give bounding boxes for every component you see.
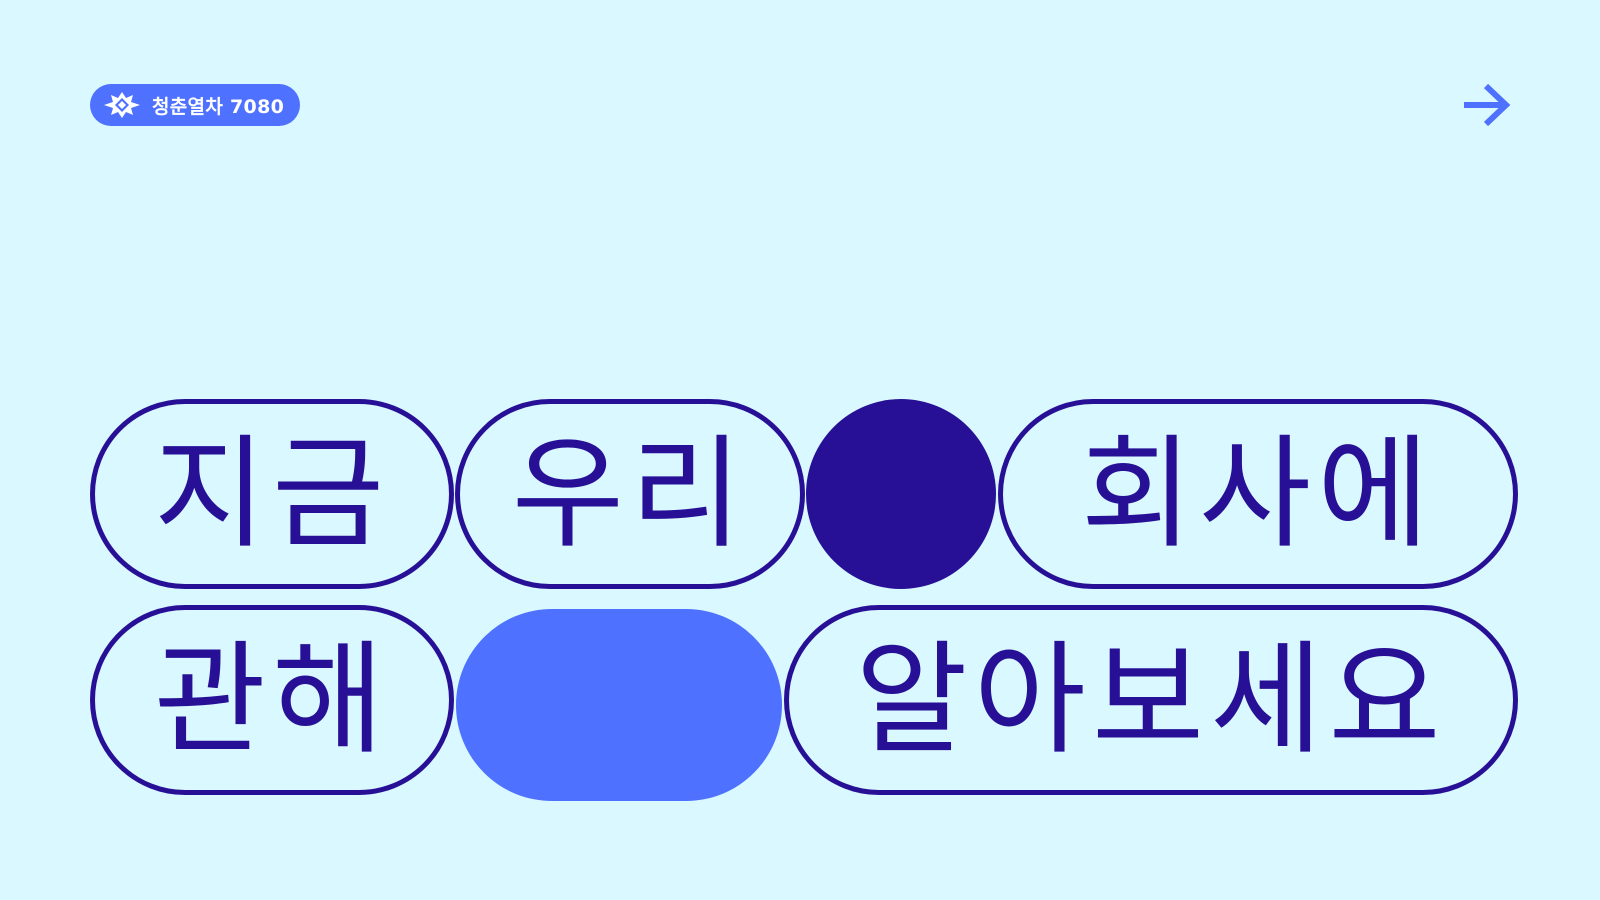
word-pill-our: 우리: [455, 399, 805, 589]
brand-name: 청춘열차 7080: [152, 95, 285, 118]
word-find-out: 알아보세요: [855, 629, 1447, 771]
arrow-right-icon[interactable]: [1460, 82, 1512, 128]
word-pill-company: 회사에: [998, 399, 1518, 589]
word-company: 회사에: [1080, 423, 1436, 565]
word-pill-about: 관해: [90, 605, 454, 795]
brand-badge: 청춘열차 7080: [90, 84, 301, 126]
word-pill-now: 지금: [90, 399, 454, 589]
decorative-dark-circle: [806, 399, 996, 589]
word-our: 우리: [511, 423, 749, 565]
word-about: 관해: [153, 629, 391, 771]
diamond-star-logo-icon: [104, 92, 140, 118]
word-pill-find-out: 알아보세요: [784, 605, 1518, 795]
word-now: 지금: [153, 423, 391, 565]
decorative-blue-pill: [456, 609, 782, 801]
